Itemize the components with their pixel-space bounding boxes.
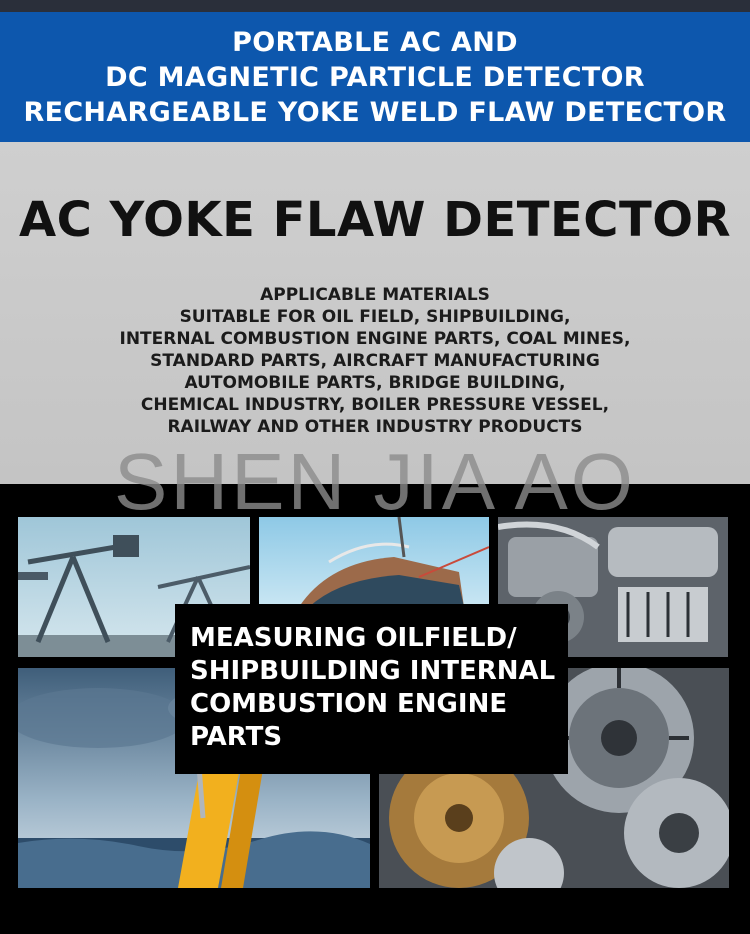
caption-line-2: SHIPBUILDING INTERNAL [190, 656, 556, 686]
top-strip [0, 0, 750, 12]
materials-line: SUITABLE FOR OIL FIELD, SHIPBUILDING, [179, 307, 571, 327]
materials-line: AUTOMOBILE PARTS, BRIDGE BUILDING, [184, 373, 566, 393]
main-title: AC YOKE FLAW DETECTOR [18, 192, 732, 248]
banner-line-3: RECHARGEABLE YOKE WELD FLAW DETECTOR [23, 96, 727, 128]
materials-line: CHEMICAL INDUSTRY, BOILER PRESSURE VESSE… [140, 395, 610, 415]
caption-line-4: PARTS [190, 722, 283, 752]
materials-heading: APPLICABLE MATERIALS [260, 285, 490, 305]
watermark: SHEN JIA AO [113, 437, 637, 526]
caption-box [175, 604, 568, 774]
banner-line-2: DC MAGNETIC PARTICLE DETECTOR [105, 61, 645, 93]
banner-line-1: PORTABLE AC AND [232, 26, 518, 58]
ship-photo [259, 517, 489, 607]
caption-line-3: COMBUSTION ENGINE [190, 689, 508, 719]
materials-line: INTERNAL COMBUSTION ENGINE PARTS, COAL M… [119, 329, 631, 349]
caption-line-1: MEASURING OILFIELD/ [190, 623, 517, 653]
caption-text: MEASURING OILFIELD/ SHIPBUILDING INTERNA… [190, 622, 560, 754]
info-panel [0, 142, 750, 484]
materials-line: RAILWAY AND OTHER INDUSTRY PRODUCTS [167, 417, 583, 437]
applicable-materials: APPLICABLE MATERIALS SUITABLE FOR OIL FI… [0, 284, 750, 438]
materials-line: STANDARD PARTS, AIRCRAFT MANUFACTURING [150, 351, 600, 371]
header-banner: PORTABLE AC AND DC MAGNETIC PARTICLE DET… [0, 12, 750, 142]
